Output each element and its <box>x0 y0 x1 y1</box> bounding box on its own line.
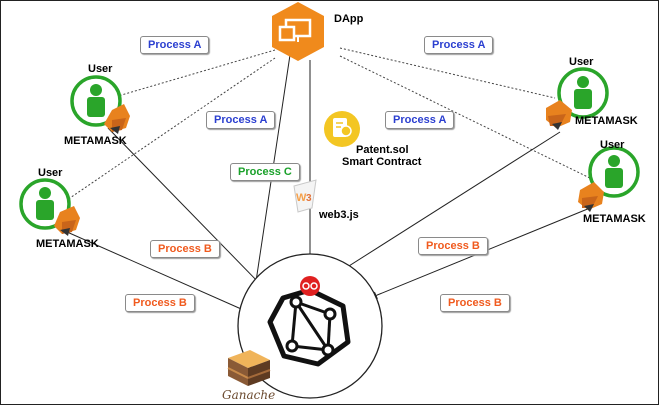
metamask-label-top-right: METAMASK <box>575 115 638 127</box>
ganache-cake-icon <box>227 350 271 386</box>
smart-contract-icon <box>324 111 360 147</box>
metamask-fox-icon-bottom-left <box>54 206 80 236</box>
web3js-label: web3.js <box>319 209 359 221</box>
user-label-bottom-right: User <box>600 139 625 151</box>
user-label-top-left: User <box>88 63 113 75</box>
metamask-fox-icon-top-left <box>104 104 130 134</box>
contract-type-label: Smart Contract <box>342 156 422 168</box>
svg-text:W: W <box>296 192 307 204</box>
user-icon-top-left <box>70 75 122 127</box>
metamask-label-top-left: METAMASK <box>64 135 127 147</box>
web3js-logo-icon: W 3 <box>293 179 317 213</box>
process-a-box-1: Process A <box>140 36 210 54</box>
dotted-link-user-bottom-left <box>66 57 276 201</box>
arrow-dapp-to-ganache <box>249 54 291 309</box>
dapp-label: DApp <box>334 13 364 25</box>
node-connector-icon <box>300 276 320 296</box>
ganache-label: Ganache <box>222 388 276 402</box>
process-c-box: Process C <box>230 163 300 181</box>
process-b-box-2: Process B <box>418 237 488 255</box>
process-a-box-3: Process A <box>206 111 276 129</box>
process-b-box-1: Process B <box>150 240 220 258</box>
dapp-user-connections <box>66 47 599 201</box>
metamask-fox-icon-bottom-right <box>578 182 604 212</box>
metamask-fox-icon-top-right <box>546 100 572 130</box>
process-b-box-3: Process B <box>125 294 195 312</box>
user-label-bottom-left: User <box>38 167 63 179</box>
user-icon-bottom-left <box>19 178 71 230</box>
ganache-network-circle <box>237 253 383 399</box>
arrow-user2-to-ganache <box>57 227 249 313</box>
user-icon-top-right <box>557 67 609 119</box>
ganache-connections <box>57 54 591 313</box>
dotted-link-user-top-right <box>339 47 556 99</box>
process-b-box-4: Process B <box>440 294 510 312</box>
network-nodes <box>285 295 337 357</box>
user-icon-bottom-right <box>588 146 640 198</box>
ethereum-network-icon <box>267 287 351 367</box>
arrow-user3-to-ganache <box>329 131 561 279</box>
dapp-monitor-icon <box>272 2 324 61</box>
svg-text:3: 3 <box>306 193 312 204</box>
dotted-link-user-top-left <box>117 49 276 97</box>
process-a-box-4: Process A <box>385 111 455 129</box>
metamask-label-bottom-right: METAMASK <box>583 213 646 225</box>
user-label-top-right: User <box>569 56 594 68</box>
arrow-user1-to-ganache <box>107 127 263 287</box>
process-a-box-2: Process A <box>424 36 494 54</box>
metamask-label-bottom-left: METAMASK <box>36 238 99 250</box>
contract-name-label: Patent.sol <box>356 144 409 156</box>
